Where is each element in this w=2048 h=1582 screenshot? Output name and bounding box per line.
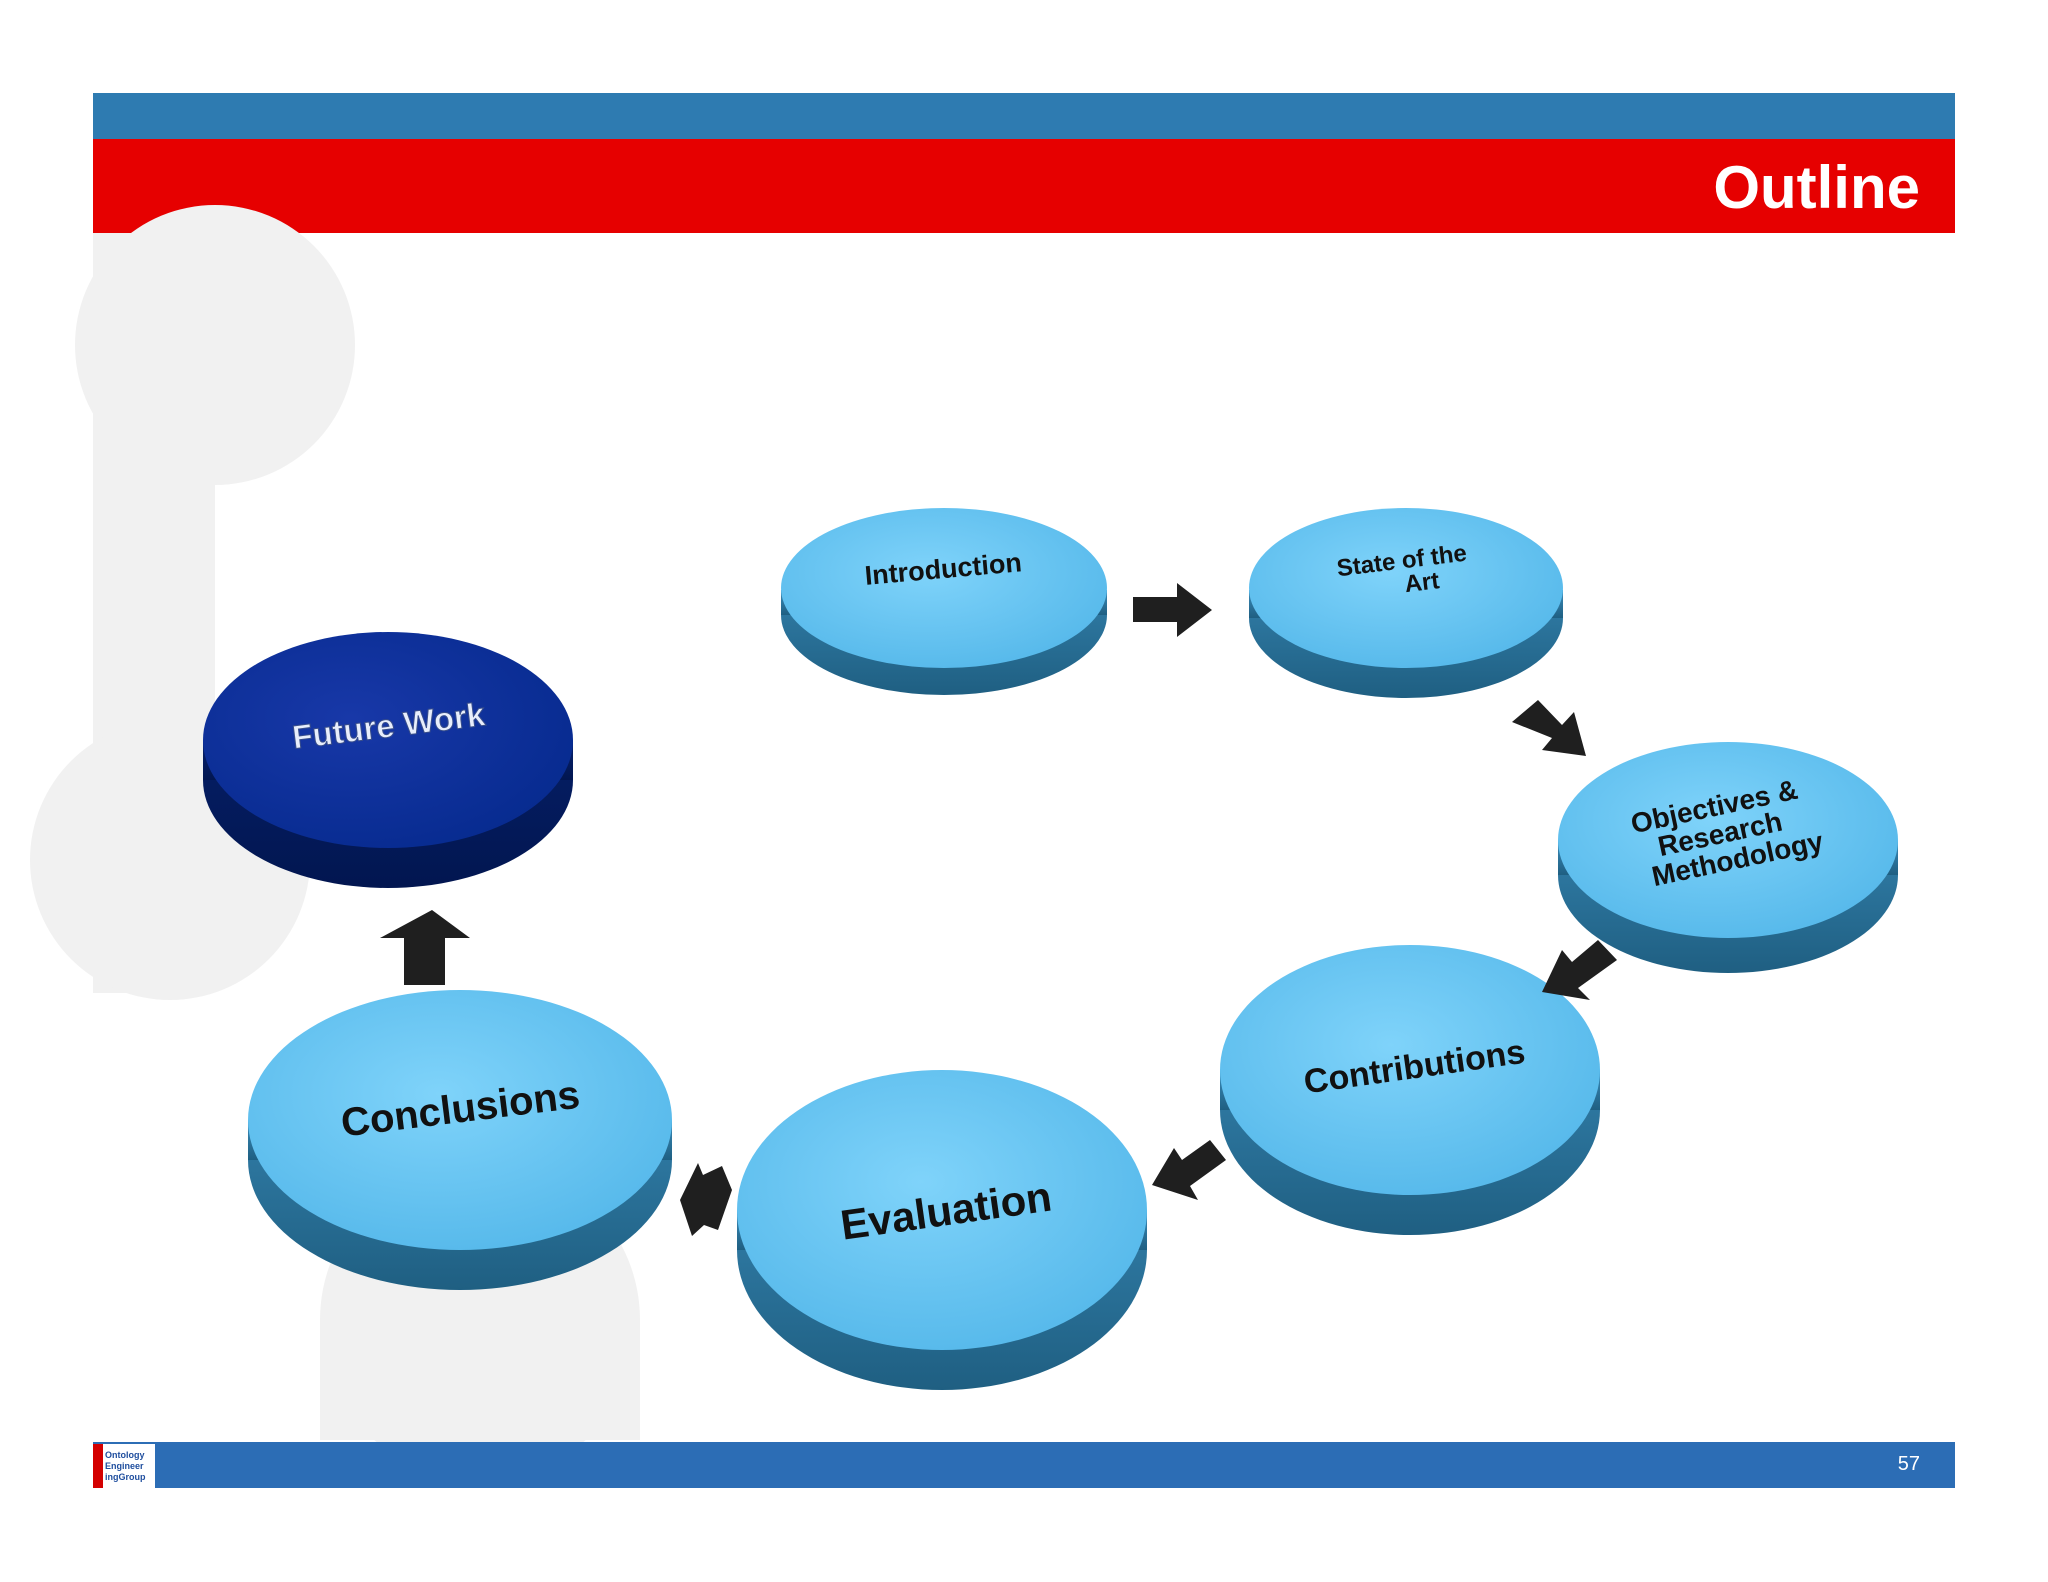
arrow-up-icon xyxy=(380,910,470,985)
slide-title: Outline xyxy=(1713,154,1920,221)
disc-future-work[interactable] xyxy=(203,632,573,888)
logo-line-1: Ontology xyxy=(105,1449,145,1460)
disc-conclusions xyxy=(248,990,672,1290)
disc-objectives xyxy=(1558,742,1898,973)
header-blue-band xyxy=(93,93,1955,139)
header-red-band xyxy=(93,139,1955,233)
footer-band xyxy=(93,1442,1955,1488)
group-logo: Ontology Engineer ingGroup xyxy=(93,1444,155,1488)
page-number: 57 xyxy=(1897,1453,1920,1475)
logo-line-2: Engineer xyxy=(105,1460,144,1471)
arrow-left-icon xyxy=(1152,1140,1226,1200)
arrow-right-icon xyxy=(1133,583,1212,637)
disc-introduction xyxy=(781,508,1107,695)
disc-evaluation xyxy=(737,1070,1147,1390)
arrow-left-icon xyxy=(680,1163,732,1236)
logo-red-bar xyxy=(93,1444,103,1488)
logo-line-3: ingGroup xyxy=(105,1471,146,1482)
arrow-down-left-icon xyxy=(1542,940,1617,1000)
arrow-down-right-icon xyxy=(1512,700,1586,756)
disc-state-of-the-art xyxy=(1249,508,1563,698)
disc-contributions xyxy=(1220,945,1600,1235)
logo-text: Ontology Engineer ingGroup xyxy=(103,1444,155,1488)
